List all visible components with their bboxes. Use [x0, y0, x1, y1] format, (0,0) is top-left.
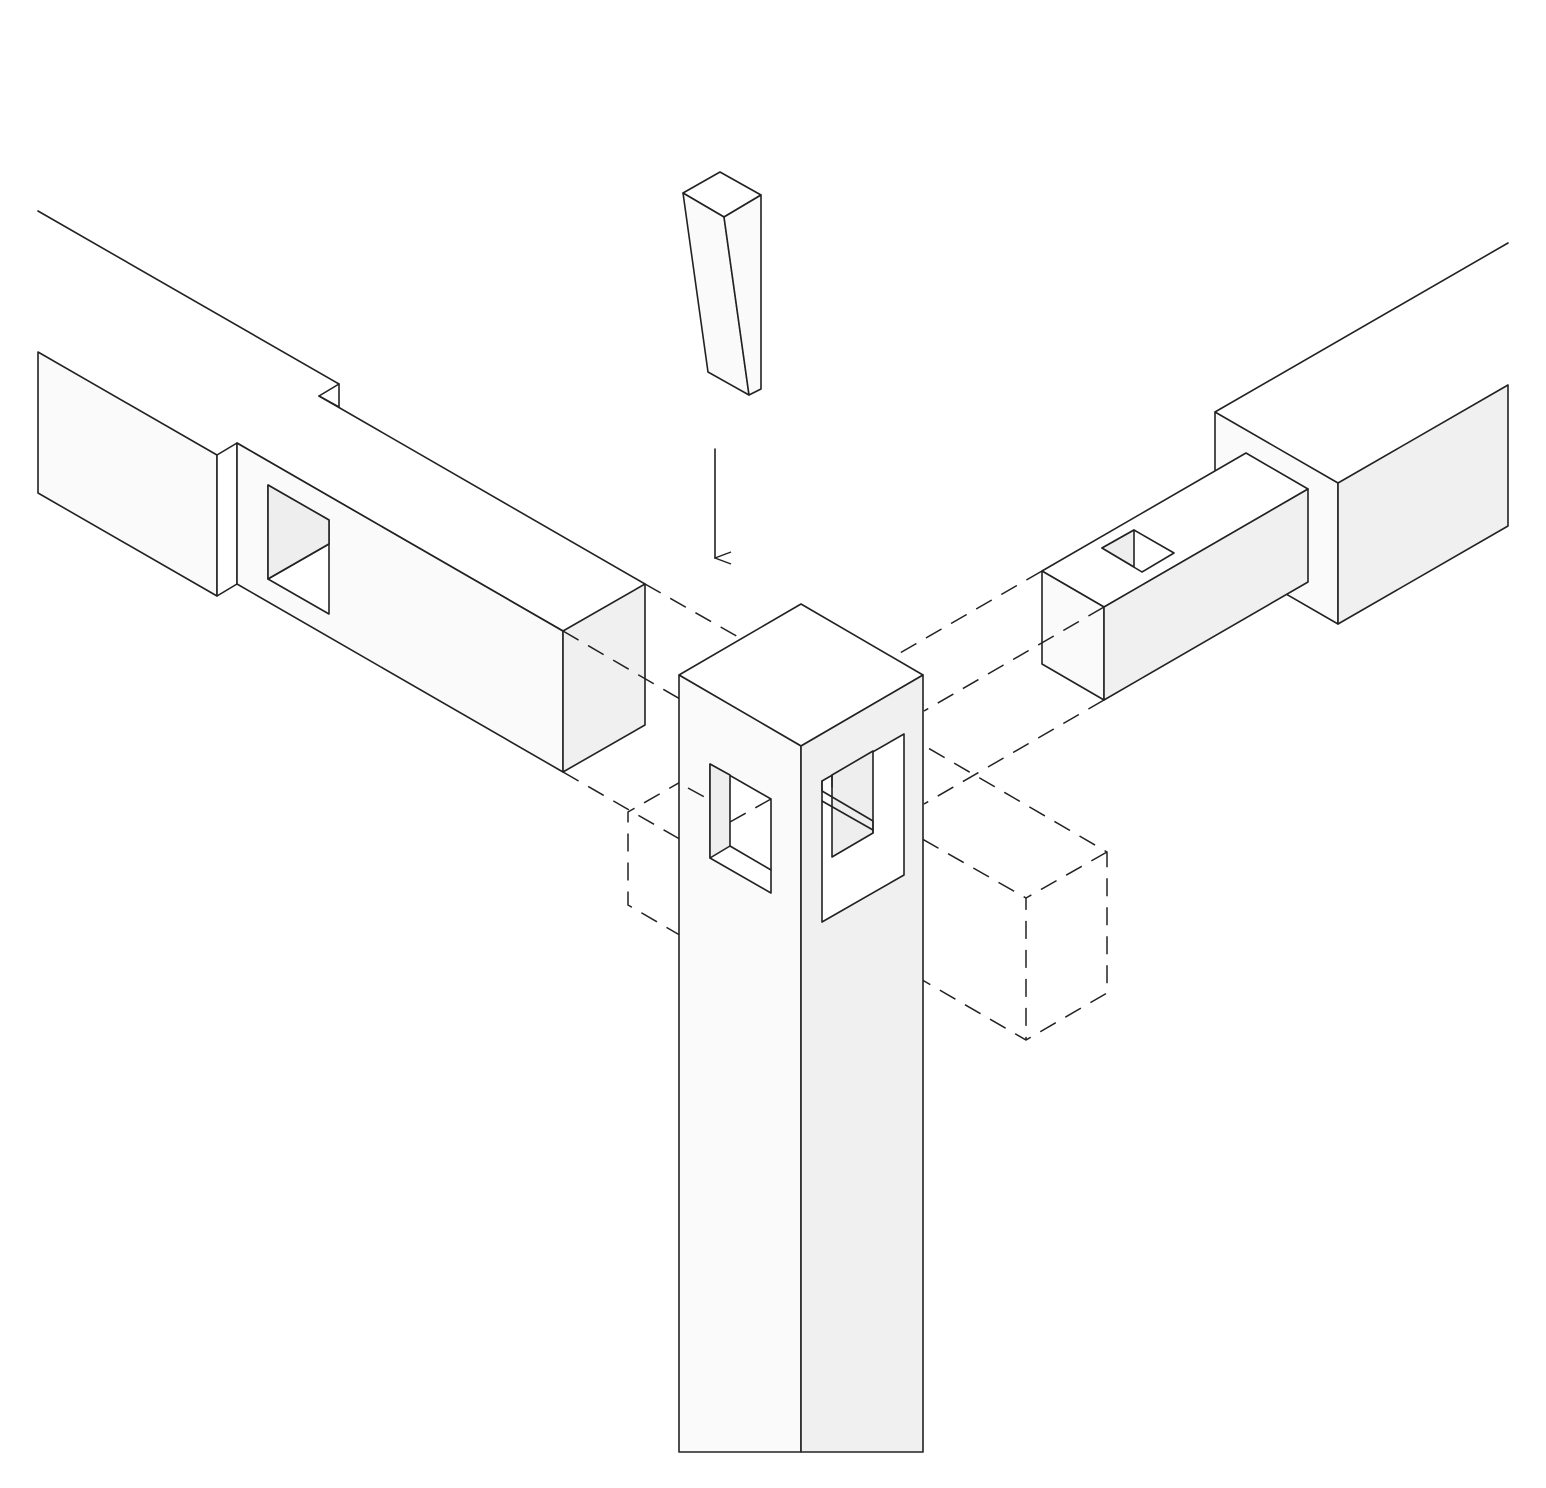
tenon-peg-hole	[1101, 529, 1175, 573]
peg-side-face	[723, 194, 762, 396]
right-beam-side-face	[1337, 384, 1509, 625]
post-side-mortise	[821, 733, 905, 923]
post-front-mortise-hidden-2	[729, 798, 772, 823]
left-beam-far-end-face	[216, 442, 238, 597]
wedge-peg	[682, 171, 762, 396]
left-beam-front-face	[236, 442, 564, 773]
post-front-mortise	[687, 763, 772, 894]
right-beam-top-edge	[1214, 242, 1509, 413]
ghost-tenon-end	[1025, 851, 1108, 1040]
hidden-right-mid	[923, 606, 1105, 712]
left-beam-top-front-edge	[236, 442, 564, 632]
tenon	[1041, 452, 1309, 701]
left-beam-mortise	[267, 484, 330, 615]
post-front-mortise-inner	[709, 763, 731, 859]
post-front-mortise-hidden	[687, 787, 711, 801]
left-beam	[37, 210, 646, 773]
ghost-tenon-outline	[821, 733, 1108, 1041]
hidden-right-top	[892, 570, 1043, 658]
left-beam-far-side-face	[37, 351, 218, 597]
tenon-side-face	[1103, 488, 1309, 701]
post-side-mortise-depth	[821, 780, 874, 834]
left-beam-notch-edge	[318, 383, 340, 408]
post-side-mortise-floor	[821, 800, 874, 831]
hidden-left-bottom	[562, 771, 691, 846]
hidden-left-mid	[562, 630, 681, 700]
left-beam-top-back-edge	[318, 395, 646, 585]
hidden-right-bottom	[923, 699, 1105, 805]
peg-hole-inner-face	[1101, 529, 1135, 568]
hidden-left-top	[644, 583, 741, 639]
left-beam-end-face	[562, 583, 646, 773]
post	[678, 603, 924, 1453]
left-mortise-inner-edge	[267, 543, 330, 580]
post-front-mortise-floor	[729, 845, 772, 871]
